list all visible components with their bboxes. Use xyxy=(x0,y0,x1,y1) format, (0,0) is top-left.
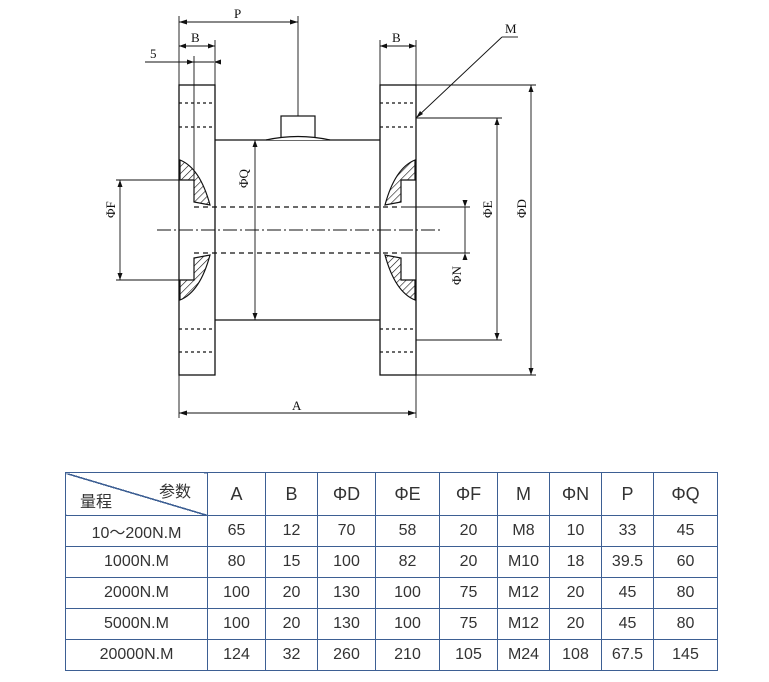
value-cell: 15 xyxy=(265,546,318,578)
value-cell: 20 xyxy=(549,608,602,640)
table-row: 20000N.M 124 32 260 210 105 M24 108 67.5… xyxy=(65,639,718,671)
value-cell: M12 xyxy=(497,608,550,640)
value-cell: 100 xyxy=(207,608,266,640)
value-cell: 20 xyxy=(265,608,318,640)
header-phi-e: ΦE xyxy=(375,472,440,516)
connector xyxy=(265,115,331,141)
value-cell: 100 xyxy=(317,546,376,578)
range-cell: 2000N.M xyxy=(65,577,208,609)
value-cell: 58 xyxy=(375,515,440,547)
range-cell: 5000N.M xyxy=(65,608,208,640)
value-cell: 130 xyxy=(317,608,376,640)
dimension-lines xyxy=(116,16,536,418)
value-cell: 80 xyxy=(653,608,718,640)
left-section-hatch xyxy=(179,159,211,301)
value-cell: 80 xyxy=(207,546,266,578)
label-b-left: B xyxy=(191,30,200,45)
value-cell: M8 xyxy=(497,515,550,547)
value-cell: 32 xyxy=(265,639,318,671)
value-cell: 60 xyxy=(653,546,718,578)
header-phi-d: ΦD xyxy=(317,472,376,516)
value-cell: 20 xyxy=(439,546,498,578)
value-cell: 108 xyxy=(549,639,602,671)
table-row: 2000N.M 100 20 130 100 75 M12 20 45 80 xyxy=(65,577,718,609)
header-m: M xyxy=(497,472,550,516)
value-cell: 12 xyxy=(265,515,318,547)
label-phi-q: ΦQ xyxy=(236,168,251,188)
torque-sensor-drawing: P B 5 B M ΦF ΦQ ΦE ΦD ΦN A xyxy=(103,6,536,418)
corner-header: 参数 量程 xyxy=(65,472,208,516)
value-cell: 39.5 xyxy=(601,546,654,578)
table-row: 10～200N.M 65 12 70 58 20 M8 10 33 45 xyxy=(65,515,718,547)
label-phi-f: ΦF xyxy=(103,201,118,218)
table-row: 1000N.M 80 15 100 82 20 M10 18 39.5 60 xyxy=(65,546,718,578)
label-phi-n: ΦN xyxy=(449,265,464,285)
label-five: 5 xyxy=(150,46,157,61)
value-cell: 70 xyxy=(317,515,376,547)
value-cell: M10 xyxy=(497,546,550,578)
label-b-right: B xyxy=(392,30,401,45)
range-cell: 10～200N.M xyxy=(65,515,208,547)
value-cell: 82 xyxy=(375,546,440,578)
bolt-holes xyxy=(179,102,416,353)
value-cell: 130 xyxy=(317,577,376,609)
value-cell: 105 xyxy=(439,639,498,671)
header-p: P xyxy=(601,472,654,516)
value-cell: M24 xyxy=(497,639,550,671)
label-a: A xyxy=(292,398,302,413)
value-cell: 210 xyxy=(375,639,440,671)
value-cell: 33 xyxy=(601,515,654,547)
label-phi-d: ΦD xyxy=(514,199,529,218)
header-b: B xyxy=(265,472,318,516)
label-phi-e: ΦE xyxy=(480,200,495,218)
range-cell: 20000N.M xyxy=(65,639,208,671)
corner-range-label: 量程 xyxy=(80,494,113,511)
value-cell: 145 xyxy=(653,639,718,671)
value-cell: 65 xyxy=(207,515,266,547)
value-cell: 100 xyxy=(375,577,440,609)
value-cell: M12 xyxy=(497,577,550,609)
corner-param-label: 参数 xyxy=(158,484,191,501)
value-cell: 75 xyxy=(439,608,498,640)
value-cell: 45 xyxy=(653,515,718,547)
value-cell: 260 xyxy=(317,639,376,671)
value-cell: 100 xyxy=(375,608,440,640)
value-cell: 80 xyxy=(653,577,718,609)
label-m: M xyxy=(505,21,517,36)
range-cell: 1000N.M xyxy=(65,546,208,578)
value-cell: 100 xyxy=(207,577,266,609)
header-a: A xyxy=(207,472,266,516)
value-cell: 20 xyxy=(265,577,318,609)
label-p: P xyxy=(234,6,241,21)
value-cell: 75 xyxy=(439,577,498,609)
value-cell: 45 xyxy=(601,608,654,640)
value-cell: 67.5 xyxy=(601,639,654,671)
right-section-hatch xyxy=(384,159,416,301)
spec-table: 参数 量程 A B ΦD ΦE ΦF M ΦN P ΦQ 10～200N.M 6… xyxy=(65,472,718,671)
value-cell: 10 xyxy=(549,515,602,547)
value-cell: 18 xyxy=(549,546,602,578)
table-row: 5000N.M 100 20 130 100 75 M12 20 45 80 xyxy=(65,608,718,640)
value-cell: 124 xyxy=(207,639,266,671)
header-phi-f: ΦF xyxy=(439,472,498,516)
header-row: 参数 量程 A B ΦD ΦE ΦF M ΦN P ΦQ xyxy=(65,472,718,516)
header-phi-n: ΦN xyxy=(549,472,602,516)
arrowheads xyxy=(117,19,534,416)
value-cell: 45 xyxy=(601,577,654,609)
inner-bore xyxy=(194,206,401,254)
value-cell: 20 xyxy=(439,515,498,547)
value-cell: 20 xyxy=(549,577,602,609)
header-phi-q: ΦQ xyxy=(653,472,718,516)
